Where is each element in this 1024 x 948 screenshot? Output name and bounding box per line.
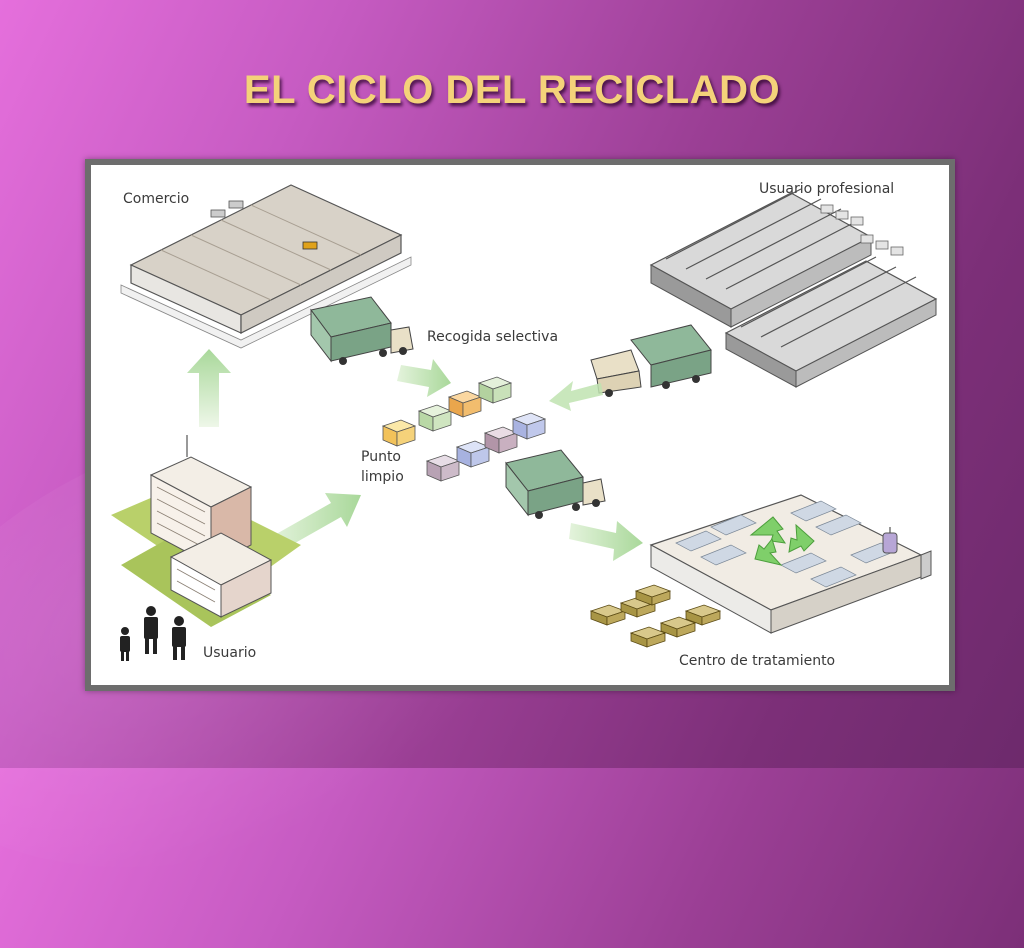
silo-icon bbox=[882, 527, 898, 554]
label-usuario: Usuario bbox=[203, 645, 256, 661]
arrow-icon bbox=[271, 493, 361, 551]
recycling-cycle-diagram: Comercio Usuario profesional bbox=[91, 165, 949, 685]
apartment-building-icon bbox=[111, 435, 301, 627]
greenhouse-icon bbox=[649, 188, 938, 388]
people-icon bbox=[120, 606, 186, 661]
recycle-icon bbox=[749, 516, 815, 566]
treatment-plant-icon bbox=[649, 494, 932, 634]
arrow-icon bbox=[187, 349, 231, 427]
slide-title: EL CICLO DEL RECICLADO bbox=[243, 68, 781, 112]
truck-icon bbox=[310, 296, 414, 365]
truck-icon bbox=[590, 324, 712, 397]
store-building-icon bbox=[120, 184, 412, 349]
diagram-frame: Comercio Usuario profesional bbox=[85, 159, 955, 691]
label-centro-tratamiento: Centro de tratamiento bbox=[679, 653, 835, 669]
truck-icon bbox=[505, 449, 606, 519]
label-punto-limpio-2: limpio bbox=[361, 469, 404, 485]
bale-icon bbox=[589, 584, 722, 648]
arrow-icon bbox=[397, 359, 451, 397]
arrow-icon bbox=[549, 381, 603, 411]
label-recogida-selectiva: Recogida selectiva bbox=[427, 329, 558, 345]
arrow-icon bbox=[569, 521, 643, 561]
label-punto-limpio-1: Punto bbox=[361, 449, 401, 465]
label-usuario-profesional: Usuario profesional bbox=[759, 181, 894, 197]
label-comercio: Comercio bbox=[123, 191, 189, 207]
container-box-icon bbox=[381, 376, 547, 482]
